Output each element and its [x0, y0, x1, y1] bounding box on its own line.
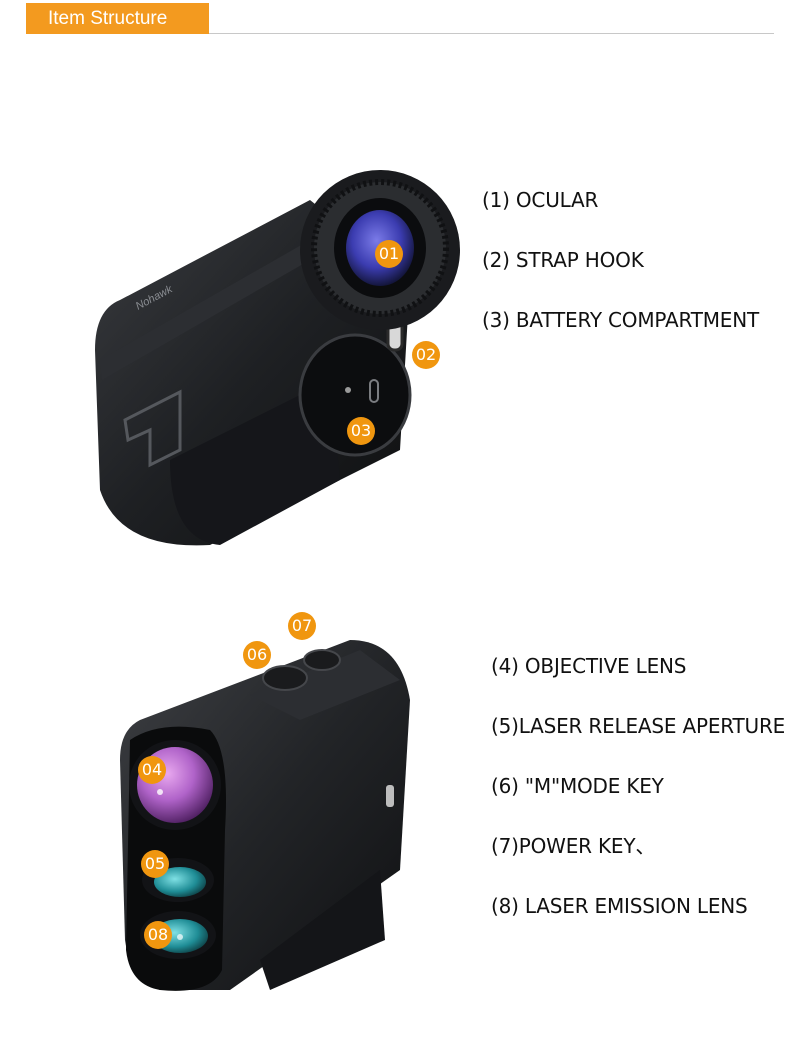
section-title: Item Structure [26, 3, 209, 34]
callout-badge-07: 07 [288, 612, 316, 640]
callout-badge-01: 01 [375, 240, 403, 268]
callout-badge-03: 03 [347, 417, 375, 445]
part-label-power-key: (7)POWER KEY、 [491, 834, 656, 858]
part-label-battery-compartment: (3) BATTERY COMPARTMENT [482, 308, 760, 332]
part-label-laser-release-aperture: (5)LASER RELEASE APERTURE [491, 714, 786, 738]
part-label-objective-lens: (4) OBJECTIVE LENS [491, 654, 687, 678]
front-view-parts-list: (4) OBJECTIVE LENS (5)LASER RELEASE APER… [491, 652, 785, 952]
rangefinder-rear-view-image: Nohawk [95, 170, 460, 546]
callout-badge-06: 06 [243, 641, 271, 669]
callout-badge-05: 05 [141, 850, 169, 878]
part-label-strap-hook: (2) STRAP HOOK [482, 248, 644, 272]
header-divider [26, 33, 774, 34]
callout-badge-02: 02 [412, 341, 440, 369]
rear-view-parts-list: (1) OCULAR (2) STRAP HOOK (3) BATTERY CO… [482, 186, 759, 366]
callout-badge-04: 04 [138, 756, 166, 784]
part-label-mode-key: (6) "M"MODE KEY [491, 774, 664, 798]
callout-badge-08: 08 [144, 921, 172, 949]
part-label-ocular: (1) OCULAR [482, 188, 599, 212]
part-label-laser-emission-lens: (8) LASER EMISSION LENS [491, 894, 748, 918]
